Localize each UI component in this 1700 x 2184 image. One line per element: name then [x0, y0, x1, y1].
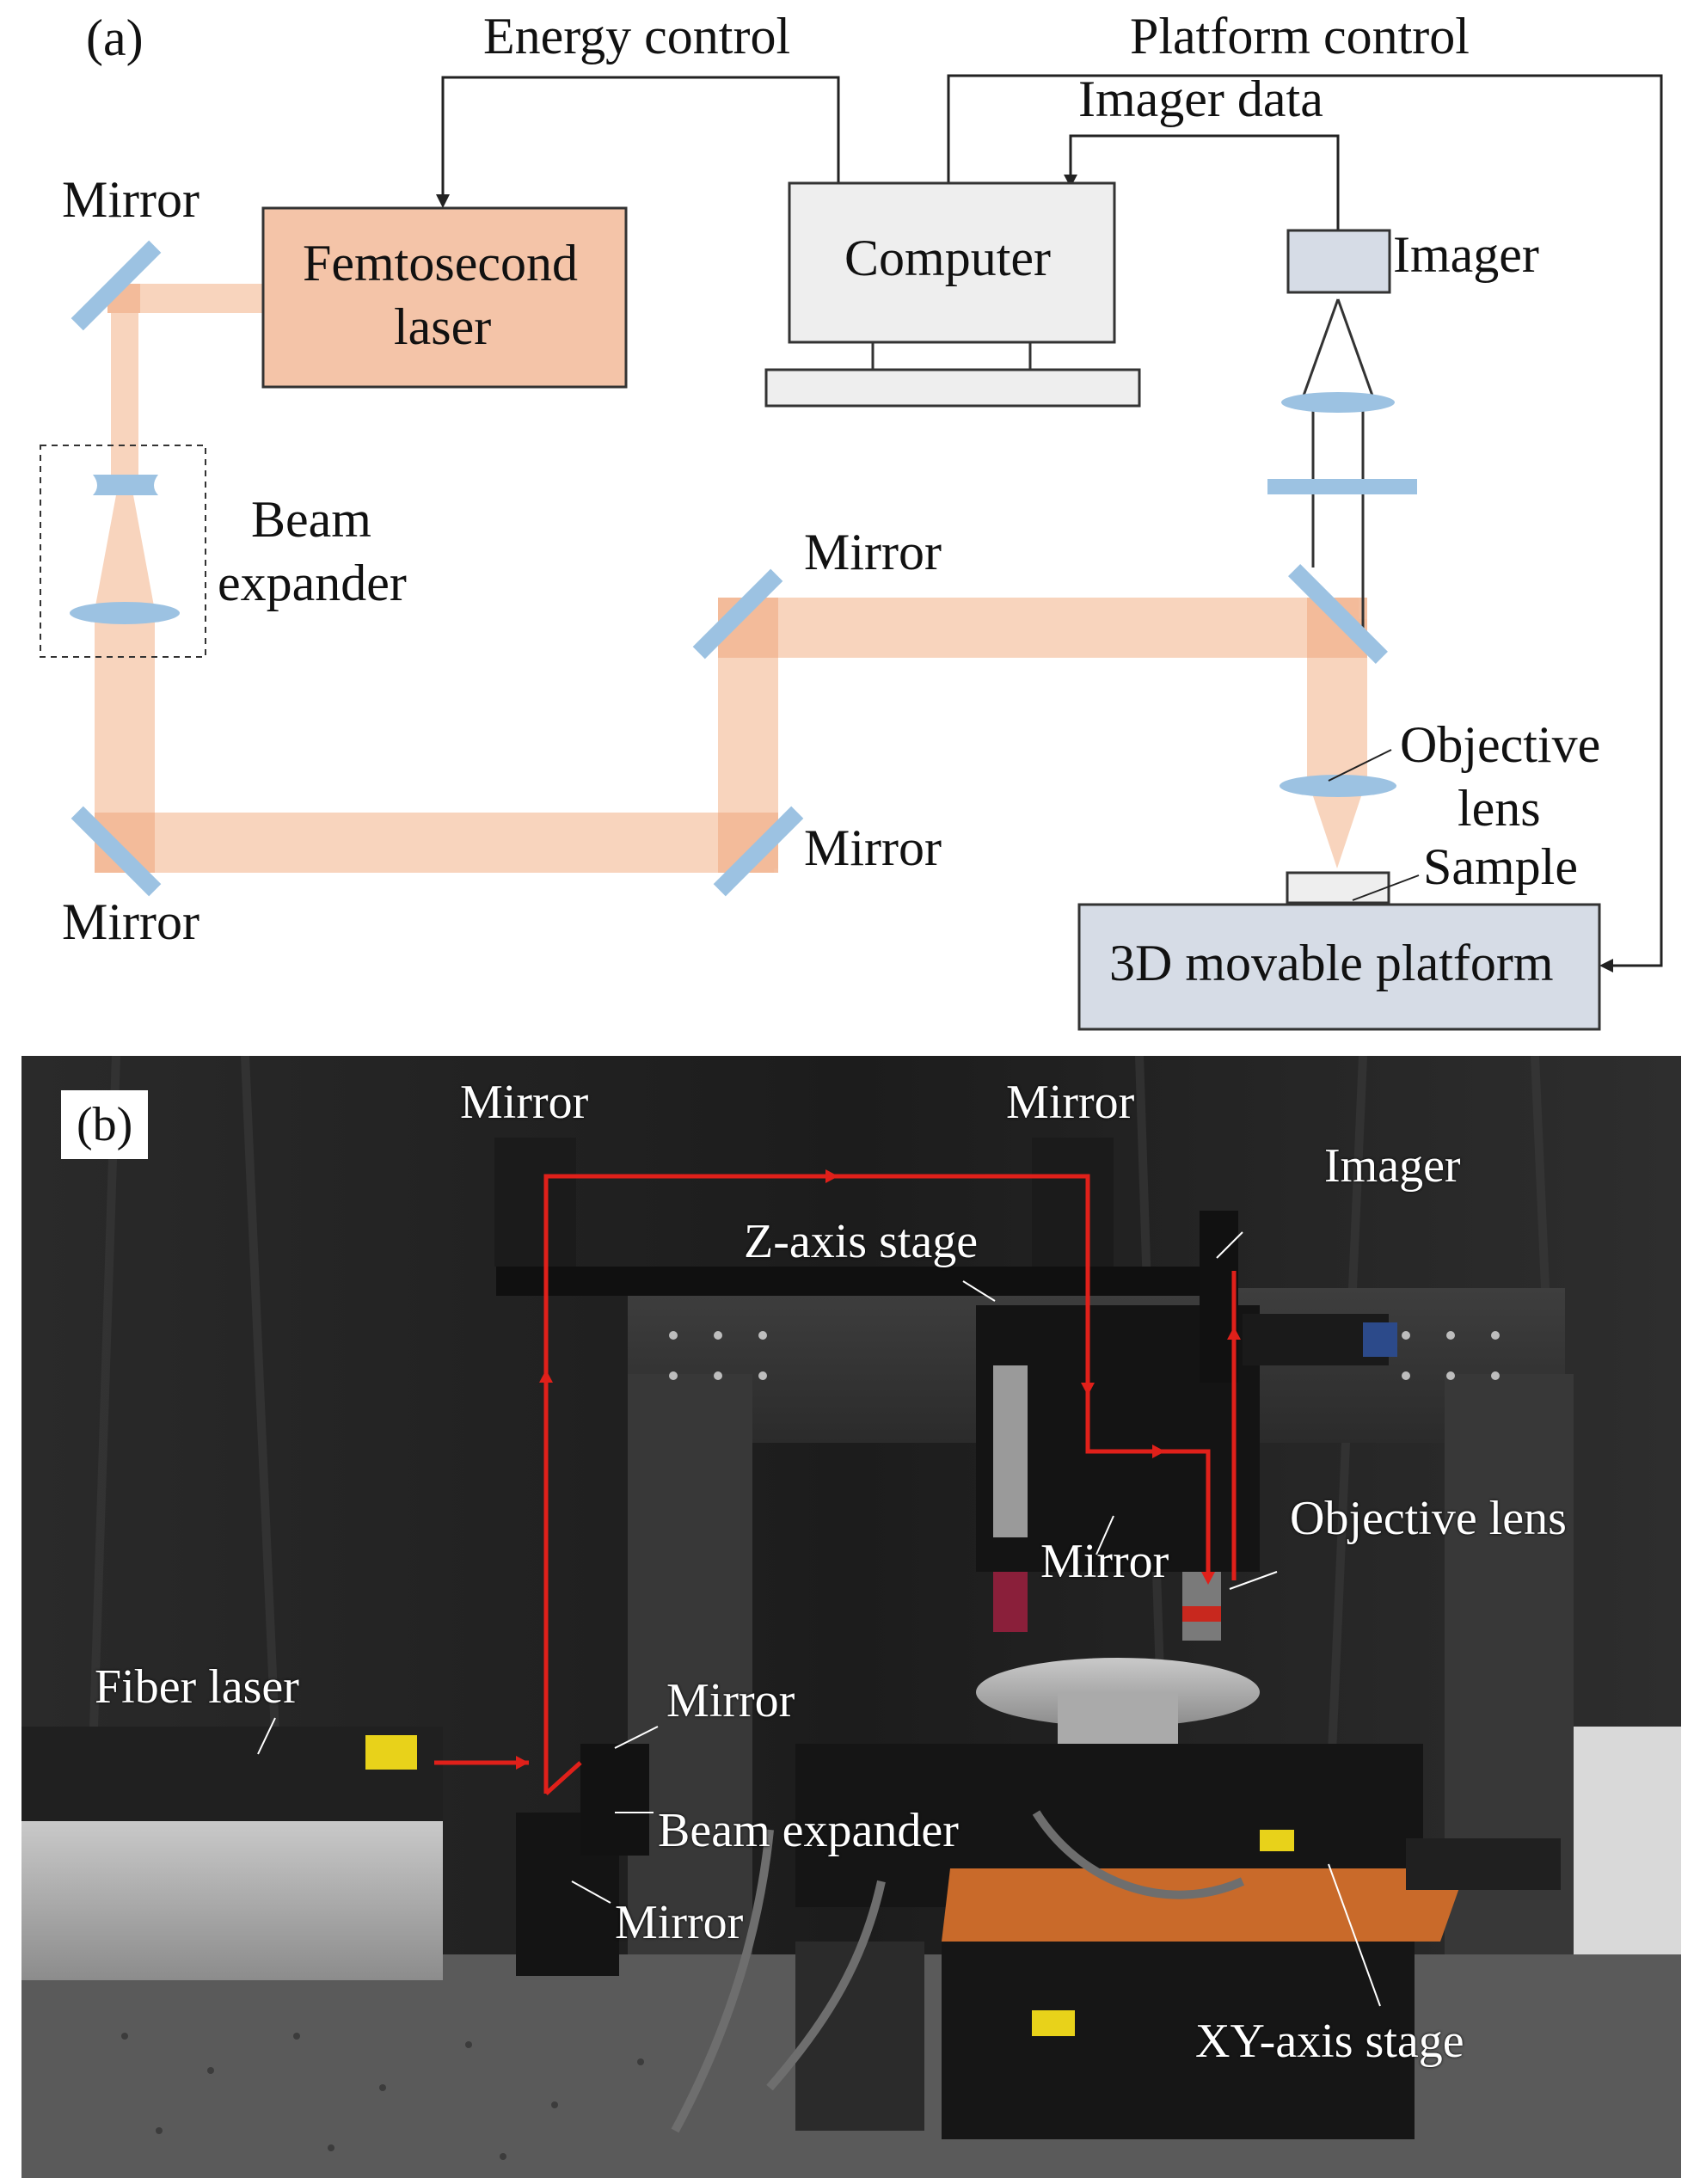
photo-mirror-top2-label: Mirror	[1006, 1076, 1135, 1129]
objective-lens	[1280, 775, 1396, 797]
photo-imager-label: Imager	[1324, 1139, 1461, 1193]
beam-focus-cone	[1307, 778, 1367, 868]
photo-beam-expander-label: Beam expander	[658, 1804, 959, 1857]
panel-a: (a) Energy control Platform control Imag…	[0, 0, 1700, 1049]
mirror-bottom-left-label: Mirror	[62, 893, 199, 950]
fiber-laser-body	[21, 1821, 443, 1980]
photo-mirror-top1-label: Mirror	[460, 1076, 589, 1129]
photo-z-axis-stage-label: Z-axis stage	[744, 1215, 979, 1268]
objective-label-line2: lens	[1458, 780, 1541, 837]
beam-expander-concave-lens	[93, 475, 158, 495]
platform-control-label: Platform control	[1130, 8, 1470, 64]
sample	[1286, 871, 1390, 905]
xy-axis-stage-lower	[942, 1942, 1415, 2139]
mirror-bottom-left	[71, 806, 162, 897]
photo-mirror-bottom-label: Mirror	[615, 1896, 744, 1949]
imager-box	[1286, 229, 1391, 294]
photo-mirror-expander-label: Mirror	[666, 1674, 795, 1727]
beam-expansion-cone	[95, 486, 155, 610]
femtosecond-laser-box	[261, 206, 628, 389]
control-wires	[441, 74, 1663, 967]
orange-plate	[942, 1868, 1466, 1942]
beam-segment-bottom-horizontal	[95, 813, 774, 873]
granite-right-pillar	[1445, 1374, 1574, 2028]
imager-data-label: Imager data	[1078, 71, 1323, 127]
mirror-middle-lower	[713, 806, 804, 897]
computer-label: Computer	[844, 230, 1051, 286]
panel-b-scene	[21, 1056, 1681, 2178]
panel-a-schematic	[40, 74, 1663, 1031]
mirror-middle-lower-label: Mirror	[804, 819, 942, 876]
mirror-top-left	[71, 240, 162, 331]
photo-mirror-center-label: Mirror	[1040, 1535, 1169, 1588]
beam-segment-left-vertical-lower	[95, 610, 155, 843]
beam-expander-label-line1: Beam	[251, 491, 371, 548]
beam-segment-left-vertical-upper	[111, 297, 138, 482]
photo-fiber-laser-label: Fiber laser	[95, 1660, 299, 1714]
platform-box	[1077, 903, 1601, 1031]
beam-expander-convex-lens	[70, 602, 180, 624]
objective-label-line1: Objective	[1400, 716, 1601, 773]
energy-control-label: Energy control	[483, 8, 791, 64]
photo-xy-axis-stage-label: XY-axis stage	[1195, 2015, 1464, 2068]
mirror-middle-upper	[692, 568, 783, 659]
imaging-lens	[1281, 392, 1395, 413]
platform-label: 3D movable platform	[1109, 935, 1554, 991]
photo-objective-lens-label: Objective lens	[1290, 1492, 1567, 1545]
mirror-mount-1	[494, 1138, 576, 1267]
dichroic-mirror	[1288, 564, 1388, 664]
beam-expander-box	[40, 445, 206, 658]
mirror-top-left-label: Mirror	[62, 171, 199, 228]
photo-beam-path	[434, 1174, 1237, 1795]
panel-b-photo: (b) Mirror Mirror Imager Z-axis stage Ob…	[21, 1056, 1681, 2178]
panel-b-tag: (b)	[61, 1090, 149, 1159]
computer-keyboard	[764, 368, 1141, 408]
mirror-middle-upper-label: Mirror	[804, 524, 942, 580]
computer-monitor	[788, 181, 1116, 344]
sample-label: Sample	[1423, 838, 1578, 895]
panel-a-tag: (a)	[86, 9, 144, 66]
laser-label-line2: laser	[394, 298, 492, 355]
top-rail	[496, 1267, 1201, 1296]
granite-left-pillar	[628, 1374, 752, 2028]
imager-label: Imager	[1393, 226, 1539, 283]
laser-label-line1: Femtosecond	[303, 235, 578, 291]
imaging-filter	[1267, 479, 1417, 494]
mirror-mount-2	[1032, 1138, 1114, 1267]
beam-expander-label-line2: expander	[218, 555, 407, 611]
beam-segment-top-horizontal	[718, 598, 1359, 658]
